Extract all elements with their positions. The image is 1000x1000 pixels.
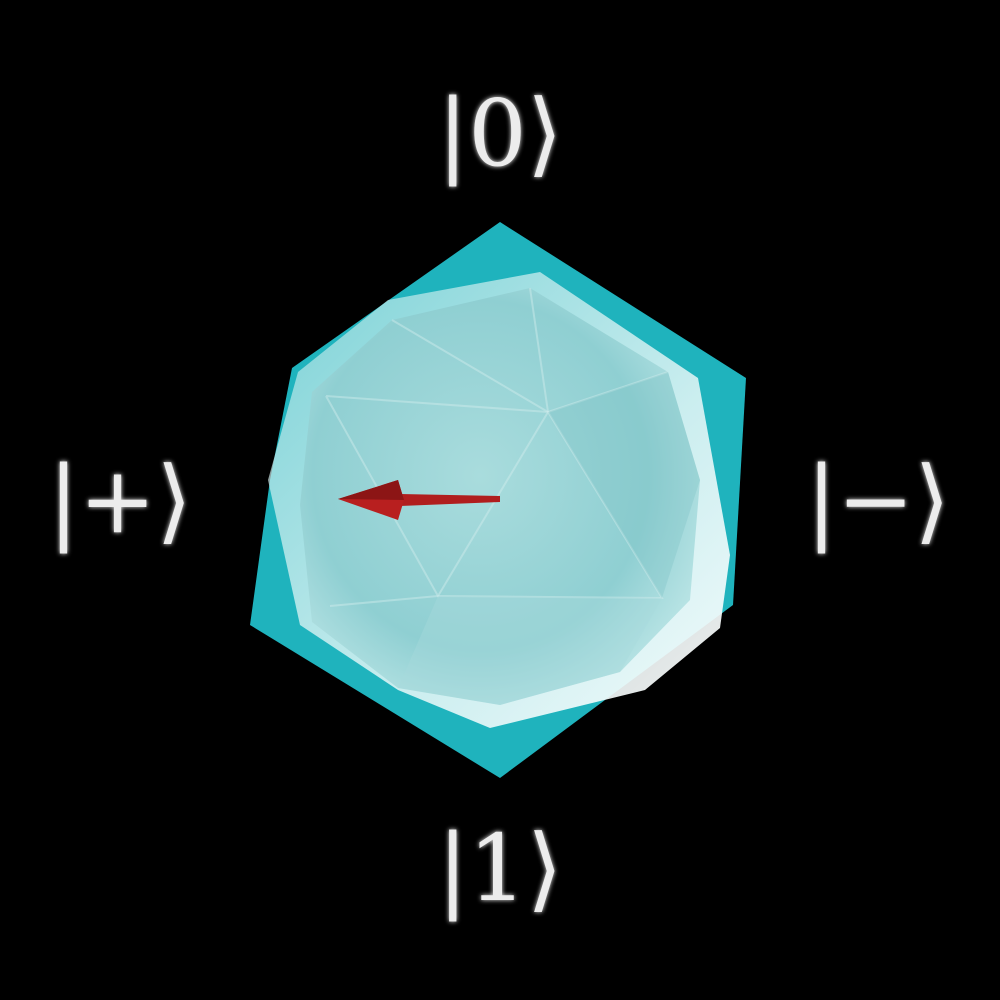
arrow-head-shade <box>338 480 404 500</box>
label-ket-zero: |0⟩ <box>437 80 562 187</box>
label-ket-one: |1⟩ <box>437 815 562 922</box>
label-ket-plus: |+⟩ <box>48 447 192 554</box>
label-ket-minus: |−⟩ <box>806 447 950 554</box>
facet-shade <box>548 372 700 598</box>
facet-shade-lower <box>398 596 662 705</box>
state-vector-arrow <box>338 480 500 520</box>
arrow-shaft <box>400 494 500 506</box>
